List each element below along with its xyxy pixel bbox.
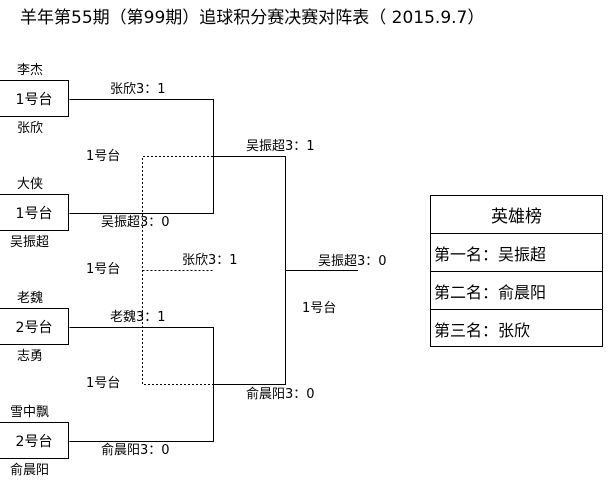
player-name: 大侠 xyxy=(17,177,44,192)
match-result: 吴振超3：0 xyxy=(318,254,387,269)
third-place-line xyxy=(142,156,213,385)
table-box: 2号台 xyxy=(0,308,69,345)
hero-board-title: 英雄榜 xyxy=(431,196,602,234)
hero-row: 第二名：俞晨阳 xyxy=(431,272,602,310)
hero-row: 第三名：张欣 xyxy=(434,320,531,340)
match-result: 吴振超3：1 xyxy=(246,139,315,154)
player-name: 志勇 xyxy=(17,349,44,364)
player-name: 俞晨阳 xyxy=(10,463,50,478)
table-label: 1号台 xyxy=(302,301,337,316)
table-label: 1号台 xyxy=(86,376,121,391)
page-title: 羊年第55期（第99期）追球积分赛决赛对阵表（ 2015.9.7） xyxy=(20,8,485,28)
match-result: 俞晨阳3：0 xyxy=(246,387,315,402)
table-box: 1号台 xyxy=(0,80,69,117)
table-label: 1号台 xyxy=(86,262,121,277)
table-box: 1号台 xyxy=(0,194,69,231)
match-result: 老魏3：1 xyxy=(110,310,166,325)
table-label: 1号台 xyxy=(86,149,121,164)
player-name: 老魏 xyxy=(17,291,44,306)
match-result: 俞晨阳3：0 xyxy=(101,443,170,458)
match-result: 吴振超3：0 xyxy=(101,215,170,230)
semi-line xyxy=(213,156,286,385)
player-name: 吴振超 xyxy=(10,235,50,250)
player-name: 雪中飘 xyxy=(10,405,50,420)
table-box: 2号台 xyxy=(0,422,69,459)
hero-row: 第一名：吴振超 xyxy=(431,234,602,272)
hero-board: 英雄榜 第一名：吴振超 第二名：俞晨阳 第三名：张欣 xyxy=(430,195,603,347)
match-result: 张欣3：1 xyxy=(110,82,166,97)
player-name: 李杰 xyxy=(17,63,44,78)
match-result: 张欣3：1 xyxy=(182,253,238,268)
player-name: 张欣 xyxy=(17,121,44,136)
